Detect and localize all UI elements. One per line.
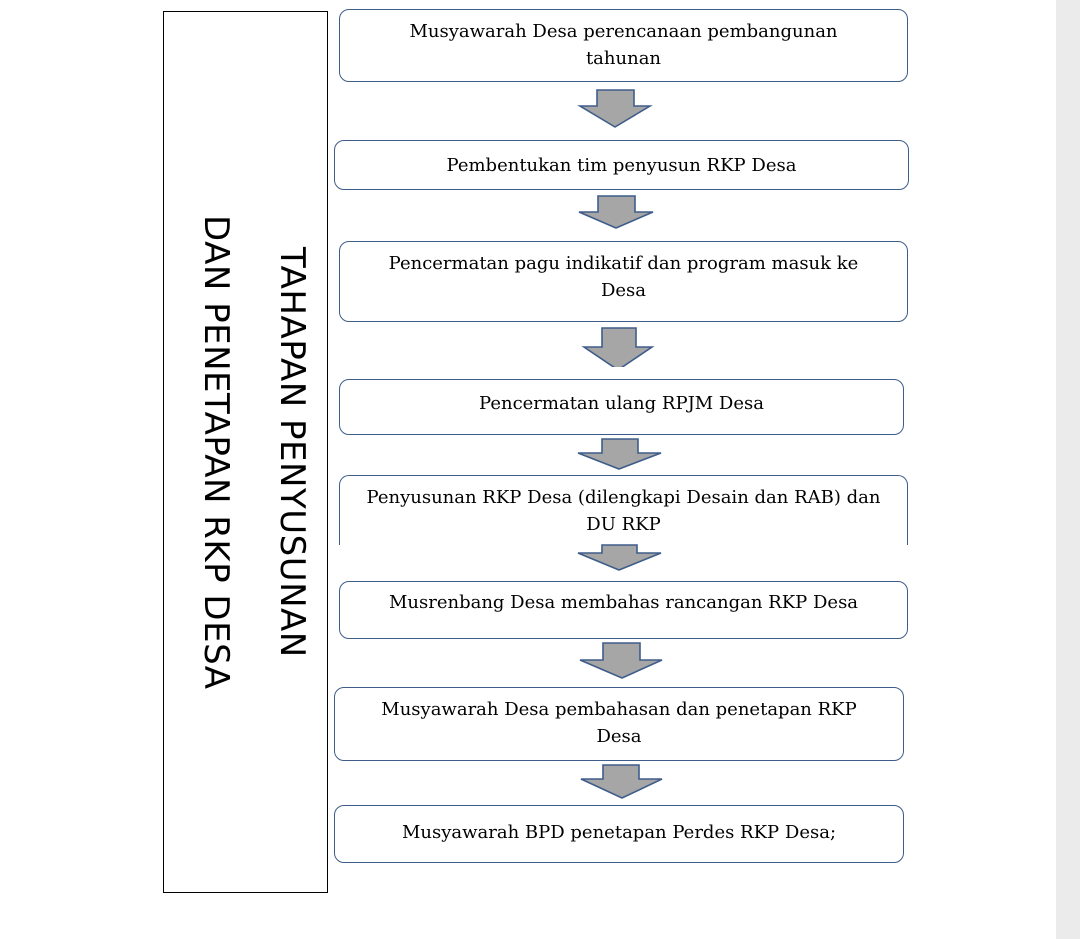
step-5-label: Penyusunan RKP Desa (dilengkapi Desain d…	[366, 487, 881, 535]
step-5-penyusunan-rkp: Penyusunan RKP Desa (dilengkapi Desain d…	[339, 475, 908, 545]
step-2-pembentukan-tim: Pembentukan tim penyusun RKP Desa	[334, 140, 909, 190]
step-2-label: Pembentukan tim penyusun RKP Desa	[446, 154, 797, 176]
scrollbar-gutter[interactable]	[1056, 0, 1080, 939]
step-3-label: Pencermatan pagu indikatif dan program m…	[388, 253, 859, 301]
flow-arrow-6	[578, 642, 663, 682]
step-7-label: Musyawarah Desa pembahasan dan penetapan…	[381, 699, 857, 747]
step-4-pencermatan-rpjm: Pencermatan ulang RPJM Desa	[339, 379, 904, 435]
step-8-musyawarah-bpd: Musyawarah BPD penetapan Perdes RKP Desa…	[334, 805, 904, 863]
flow-arrow-3	[580, 327, 660, 367]
step-7-musdes-penetapan: Musyawarah Desa pembahasan dan penetapan…	[334, 687, 904, 761]
step-8-label: Musyawarah BPD penetapan Perdes RKP Desa…	[401, 821, 837, 843]
side-title-line-2: DAN PENETAPAN RKP DESA	[196, 214, 236, 690]
flow-arrow-4	[575, 437, 662, 477]
step-4-label: Pencermatan ulang RPJM Desa	[479, 392, 764, 414]
step-1-label: Musyawarah Desa perencanaan pembangunan …	[409, 21, 838, 69]
step-3-pencermatan-pagu: Pencermatan pagu indikatif dan program m…	[339, 241, 908, 322]
flow-arrow-2	[578, 195, 658, 235]
step-6-musrenbang: Musrenbang Desa membahas rancangan RKP D…	[339, 581, 908, 639]
step-1-musdes-perencanaan: Musyawarah Desa perencanaan pembangunan …	[339, 9, 908, 82]
document-page: TAHAPAN PENYUSUNAN DAN PENETAPAN RKP DES…	[163, 9, 909, 893]
flow-arrow-1	[577, 89, 657, 129]
flow-arrow-7	[578, 764, 663, 804]
side-title-panel: TAHAPAN PENYUSUNAN DAN PENETAPAN RKP DES…	[163, 11, 328, 893]
flow-arrow-5	[575, 544, 662, 584]
side-title-line-1: TAHAPAN PENYUSUNAN	[272, 246, 312, 658]
step-6-label: Musrenbang Desa membahas rancangan RKP D…	[388, 591, 859, 613]
